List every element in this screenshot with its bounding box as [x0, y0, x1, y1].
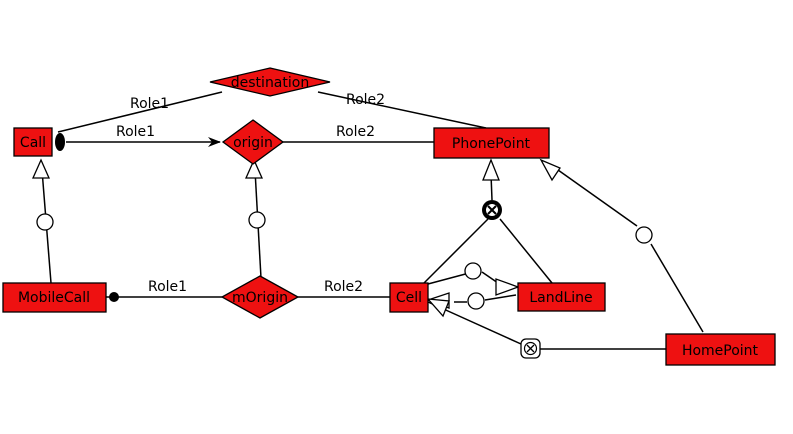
entity-cell[interactable]: Cell — [389, 282, 429, 313]
relationship-morigin-label: mOrigin — [232, 290, 288, 306]
role-label-destination-role2: Role2 — [346, 92, 385, 108]
disjoint-node-icon — [482, 200, 502, 220]
isa-arrow-to-phonepoint — [482, 158, 500, 181]
entity-mobilecall[interactable]: MobileCall — [2, 282, 107, 313]
relationship-origin[interactable]: origin — [221, 119, 285, 165]
entity-phonepoint-label: PhonePoint — [452, 136, 531, 152]
edge-x-node-cell — [423, 218, 489, 284]
relationship-destination[interactable]: destination — [209, 67, 331, 97]
edge-landline-cell-lower — [484, 294, 517, 301]
entity-landline-label: LandLine — [529, 290, 592, 306]
role-label-origin-role1: Role1 — [116, 124, 155, 140]
edge-destination-phonepoint — [317, 91, 487, 129]
entity-landline[interactable]: LandLine — [517, 282, 606, 312]
edge-cell-landline-upper-2 — [481, 271, 499, 284]
link-circle-homepoint-phonepoint — [635, 226, 653, 244]
isa-arrow-cell-landline — [495, 278, 520, 296]
mandatory-dot-mobilecall — [109, 292, 119, 302]
link-circle-origin-morigin — [248, 211, 266, 229]
link-circle-cell-landline-lower — [467, 292, 485, 310]
entity-homepoint-label: HomePoint — [682, 343, 759, 359]
edge-homepoint-phonepoint-b — [550, 164, 638, 227]
role-label-morigin-role2: Role2 — [324, 279, 363, 295]
entity-mobilecall-label: MobileCall — [18, 290, 90, 306]
relationship-origin-label: origin — [233, 135, 273, 151]
relationship-destination-label: destination — [231, 75, 309, 91]
role-label-origin-role2: Role2 — [336, 124, 375, 140]
relationship-morigin[interactable]: mOrigin — [220, 275, 300, 319]
link-circle-call-mobilecall — [36, 213, 54, 231]
role-label-morigin-role1: Role1 — [148, 279, 187, 295]
link-circle-cell-landline-upper — [464, 262, 482, 280]
entity-homepoint[interactable]: HomePoint — [665, 333, 776, 366]
edge-homepoint-phonepoint-a — [650, 243, 704, 333]
isa-arrow-morigin-origin — [244, 158, 264, 179]
entity-cell-label: Cell — [396, 290, 422, 306]
role-label-destination-role1: Role1 — [130, 96, 169, 112]
entity-phonepoint[interactable]: PhonePoint — [433, 127, 550, 159]
isa-arrow-mobilecall-call — [31, 158, 51, 179]
exclusion-node-icon — [520, 338, 541, 359]
entity-call[interactable]: Call — [13, 127, 53, 157]
edge-x-node-landline — [499, 218, 553, 284]
isa-arrow-homepoint-cell — [426, 298, 450, 318]
edge-call-destination — [57, 91, 223, 133]
isa-arrow-homepoint-phonepoint — [539, 158, 561, 182]
entity-call-label: Call — [20, 135, 46, 151]
mandatory-dot-call — [55, 133, 65, 151]
